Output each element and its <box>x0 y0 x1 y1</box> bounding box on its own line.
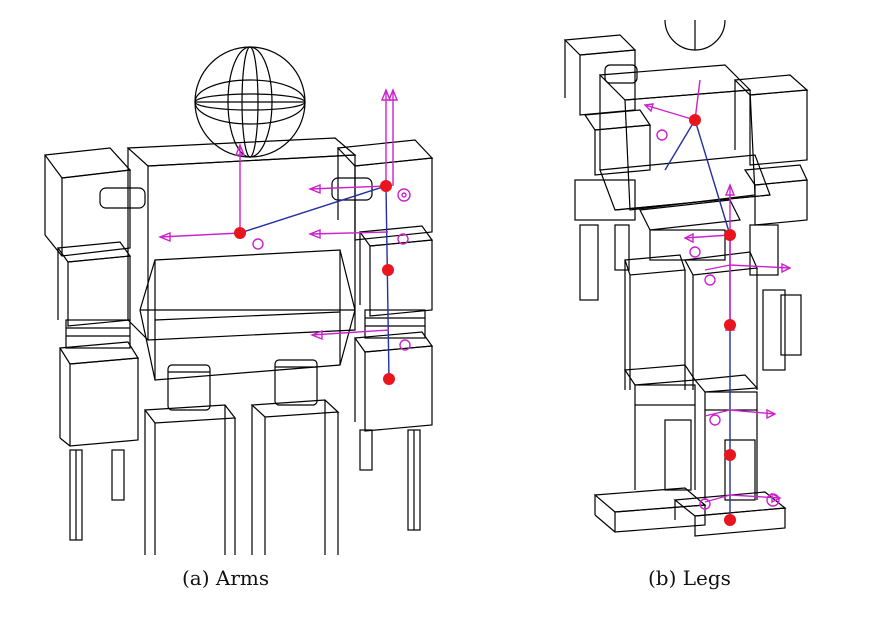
caption-legs: (b) Legs <box>648 566 731 590</box>
joint-markers-legs <box>689 114 736 526</box>
wrist-joint <box>383 373 395 385</box>
legs-wireframe <box>143 359 340 555</box>
coordinate-axes-legs <box>643 79 792 510</box>
ankle-joint <box>724 449 736 461</box>
head-sphere <box>194 46 306 158</box>
torso-joint <box>234 227 246 239</box>
legs-wireframe-diagram <box>563 20 809 537</box>
foot-joint <box>724 514 736 526</box>
kinematic-links <box>239 185 390 380</box>
hip-joint <box>724 229 736 241</box>
robot-wireframe <box>43 46 434 555</box>
right-arm-wireframe <box>331 139 434 531</box>
waist-joint <box>689 114 701 126</box>
caption-arms: (a) Arms <box>182 566 270 590</box>
panel-legs <box>545 20 835 540</box>
elbow-joint <box>382 264 394 276</box>
left-arm-wireframe <box>43 147 146 541</box>
panel-arms <box>20 20 460 560</box>
shoulder-joint <box>380 180 392 192</box>
knee-joint <box>724 319 736 331</box>
robot-wireframe-legs <box>563 20 809 537</box>
coordinate-axes <box>158 88 411 351</box>
joint-markers <box>234 180 395 385</box>
arms-wireframe-diagram <box>43 46 434 555</box>
pelvis-prism <box>139 249 356 381</box>
kinematic-links-legs <box>664 119 731 520</box>
